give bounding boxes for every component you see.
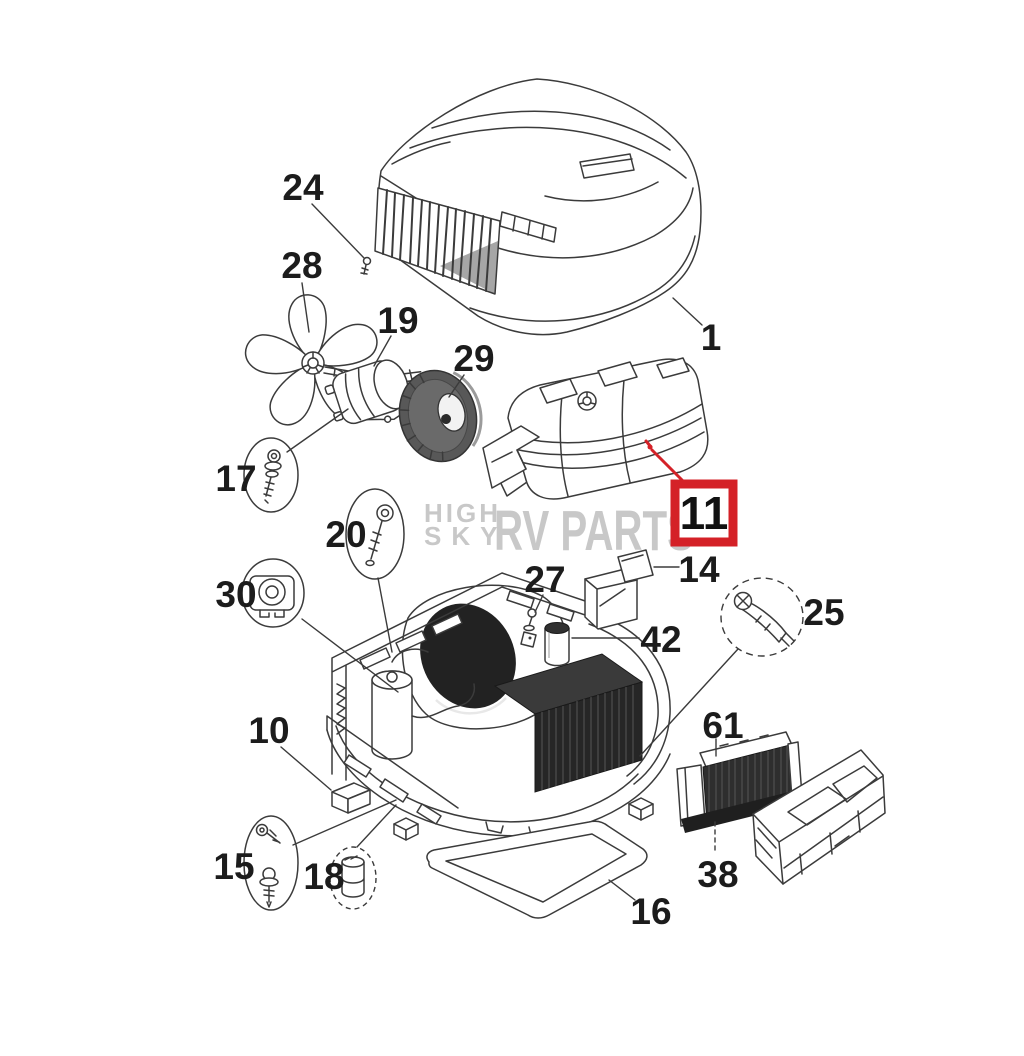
callout-17: 17: [215, 458, 256, 499]
watermark: HIGH SKY RV PARTS: [424, 498, 694, 563]
blower-wheel-part-29: [398, 369, 483, 463]
callout-10: 10: [248, 710, 289, 751]
foam-block-part-10: [331, 782, 371, 814]
callout-14: 14: [678, 549, 720, 590]
callout-labels: 24 28 19 29 1 17 20 30 27 14 42 25 10 15…: [213, 167, 844, 932]
callout-30: 30: [215, 574, 256, 615]
highlight-box-border: [670, 479, 738, 547]
foam-cube: [393, 817, 419, 841]
condenser-shroud-part: [752, 749, 886, 885]
fan-motor-part-19: [324, 359, 424, 425]
watermark-high: HIGH: [424, 498, 501, 528]
callout-15: 15: [213, 846, 254, 887]
callout-42: 42: [640, 619, 681, 660]
motor-bolt-part-17: [243, 437, 299, 513]
leader-lines: [280, 203, 739, 901]
capacitor-part-18: [329, 846, 377, 910]
highlight-box: 11: [670, 479, 738, 547]
parts-diagram: HIGH SKY RV PARTS 11 24 28 19: [40, 16, 1024, 1040]
screw-part-24: [360, 256, 372, 275]
plate-part-14: [617, 549, 654, 583]
sensor-part-25: [720, 577, 804, 657]
callout-38: 38: [697, 854, 738, 895]
shroud-cover-part-1: [374, 78, 702, 336]
run-capacitor-part-42: [544, 622, 570, 667]
screw-bracket-part-27: [520, 608, 537, 648]
diagram-canvas: HIGH SKY RV PARTS 11 24 28 19: [213, 78, 886, 932]
grommet-mount-part-30: [241, 558, 305, 628]
bolt-part-20: [345, 488, 405, 580]
callout-29: 29: [453, 338, 494, 379]
mounting-screws-part-15: [243, 815, 299, 911]
watermark-brand: RV PARTS: [494, 499, 694, 563]
foam-cube: [628, 797, 654, 821]
callout-25: 25: [803, 592, 844, 633]
callout-20: 20: [325, 514, 366, 555]
highlight-callout-11: 11: [680, 487, 729, 539]
callout-19: 19: [377, 300, 418, 341]
condenser-coil-part-61: [676, 731, 803, 833]
callout-28: 28: [281, 245, 322, 286]
callout-27: 27: [524, 559, 565, 600]
evaporator-foam-housing-part-11: [482, 357, 709, 500]
watermark-sky: SKY: [424, 521, 507, 551]
callout-18: 18: [303, 856, 344, 897]
callout-1: 1: [701, 317, 722, 358]
callout-61: 61: [702, 705, 743, 746]
callout-16: 16: [630, 891, 671, 932]
callout-24: 24: [282, 167, 324, 208]
gasket-frame-part-16: [426, 820, 648, 919]
